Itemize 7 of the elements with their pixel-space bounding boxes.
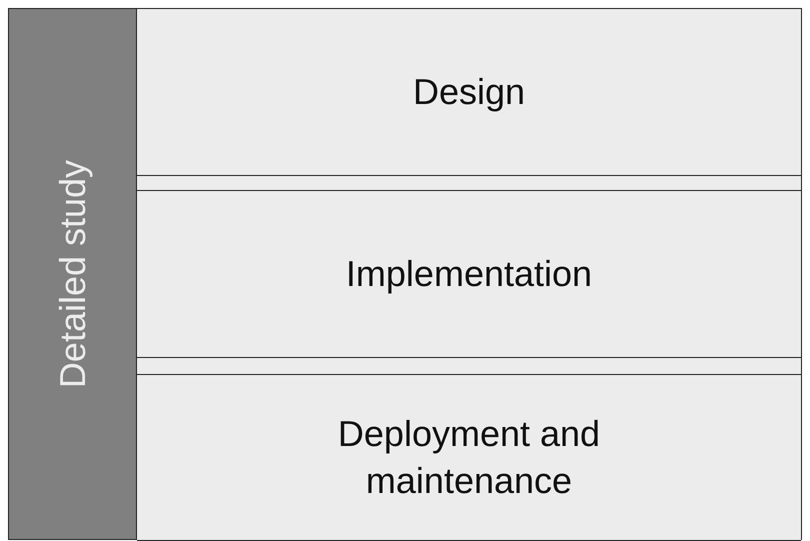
band-label: Detailed study: [52, 160, 94, 388]
stage-box: [137, 374, 801, 541]
stage-box: [137, 190, 801, 358]
stage-label: Design: [412, 70, 526, 114]
stage-label: Implementation: [346, 252, 592, 296]
side-band: [9, 9, 137, 539]
stage-label: Deployment and maintenance: [336, 412, 602, 502]
